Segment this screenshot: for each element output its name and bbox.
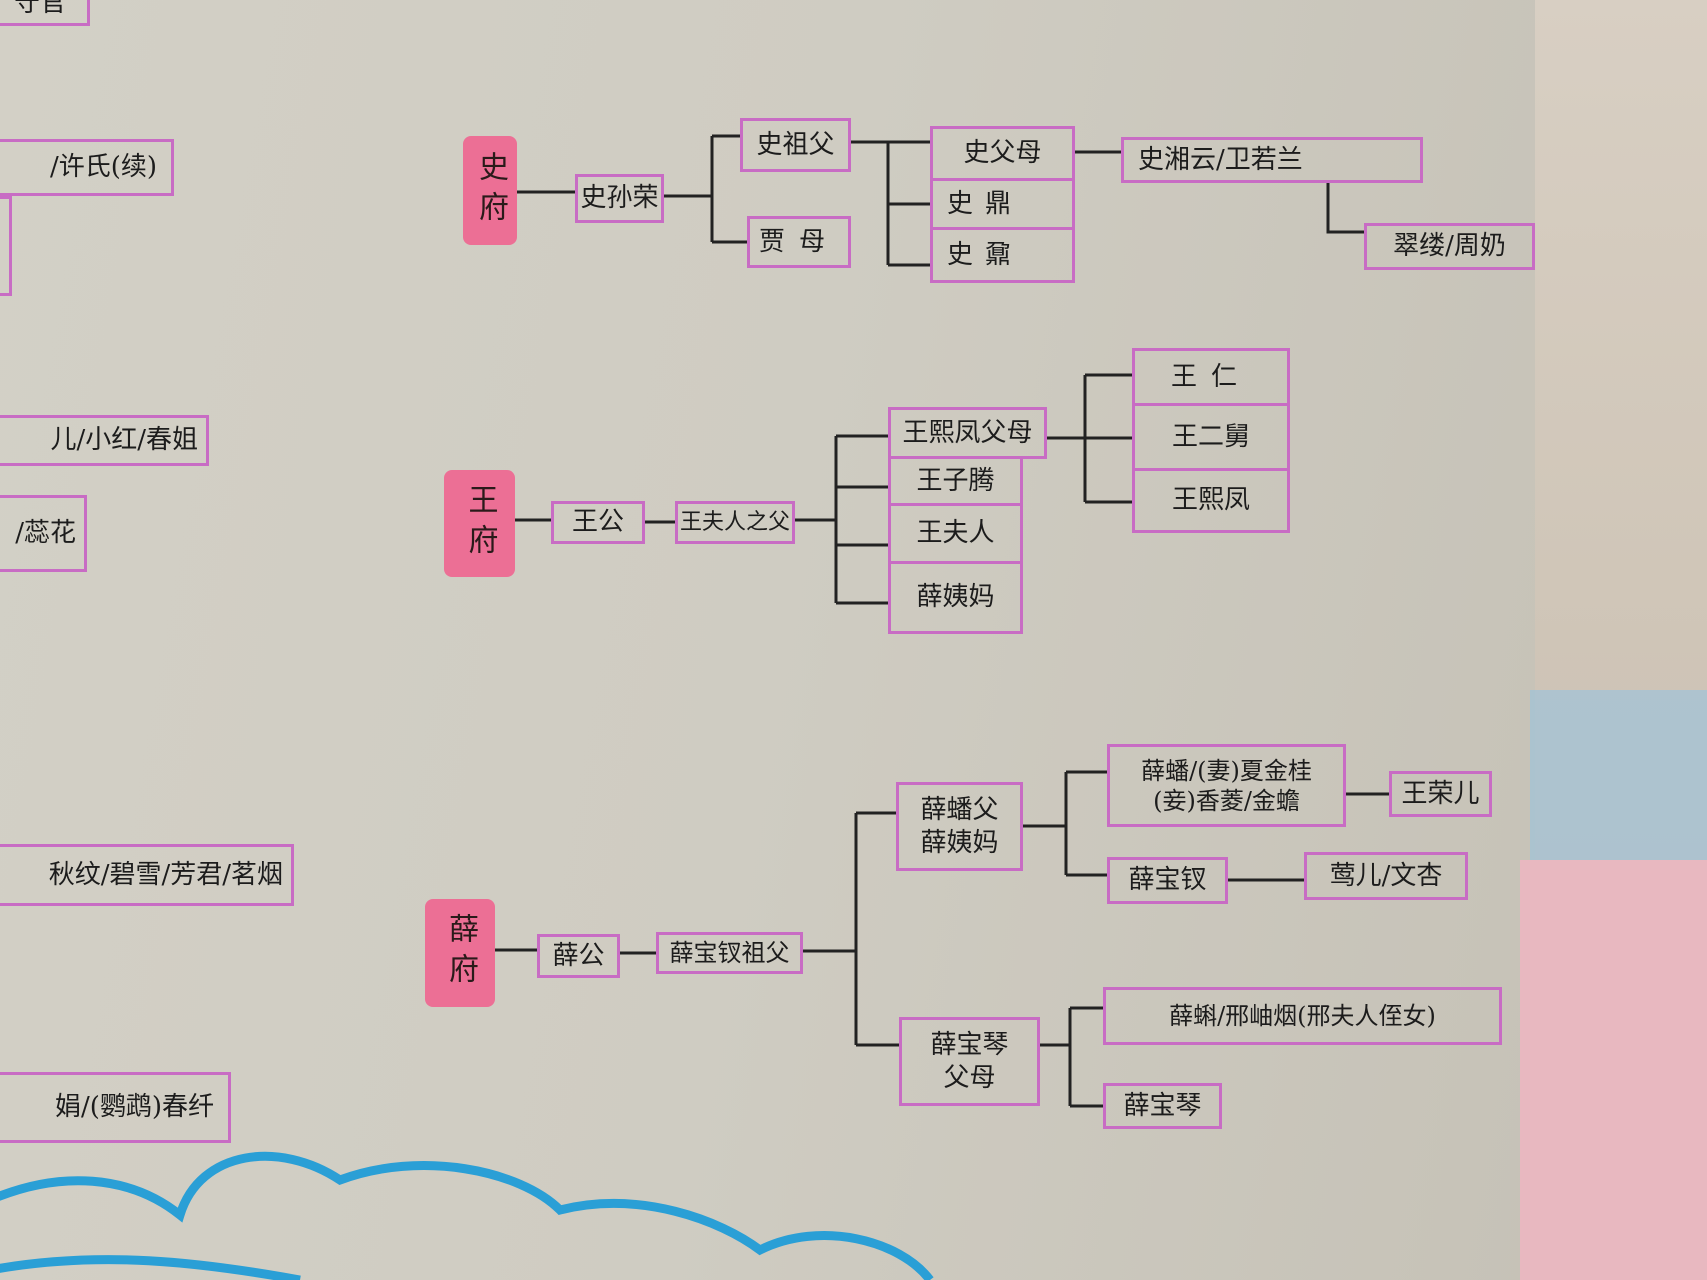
box-label: 史孙荣 <box>580 183 659 214</box>
house-label-shi: 史府 <box>463 136 517 245</box>
box-label: 王子腾 <box>916 465 995 496</box>
poster-board <box>0 0 1535 1280</box>
node-baochai: 薛宝钗 <box>1107 857 1228 904</box>
partial-box-qiuwen: 秋纹/碧雪/芳君/茗烟 <box>0 844 294 906</box>
box-label: 翠缕/周奶 <box>1393 231 1506 262</box>
box-label: 薛公 <box>552 940 605 971</box>
box-label: 史鼐 <box>947 239 1024 270</box>
box-label: 王二舅 <box>1171 421 1250 452</box>
box-label: 王夫人之父 <box>679 509 790 535</box>
house-name: 史府 <box>473 150 508 231</box>
node-wang-xifeng: 王熙凤 <box>1132 468 1290 533</box>
box-label: 薛蟠父 薛姨妈 <box>920 795 999 858</box>
node-xue-gong: 薛公 <box>537 934 620 978</box>
house-name: 薛府 <box>443 913 478 993</box>
partial-box-xiaohong: 儿/小红/春姐 <box>0 415 209 466</box>
node-shi-ding: 史鼎 <box>930 178 1075 230</box>
box-label: 薛宝钗 <box>1128 865 1207 896</box>
box-label: 王公 <box>571 507 624 538</box>
node-wang-ren: 王仁 <box>1132 348 1290 406</box>
node-shi-grandfather: 史祖父 <box>740 118 851 172</box>
node-wang-furen: 王夫人 <box>888 503 1023 564</box>
box-label: 贾母 <box>758 226 839 257</box>
node-baoqin: 薛宝琴 <box>1103 1083 1222 1129</box>
node-xue-grandfather: 薛宝钗祖父 <box>656 932 803 974</box>
node-shi-servants: 翠缕/周奶 <box>1364 223 1535 270</box>
box-label: 莺儿/文杏 <box>1329 860 1443 891</box>
box-label: 薛蟠/(妻)夏金桂 (妾)香菱/金蟾 <box>1141 756 1312 815</box>
partial-box-small <box>0 196 12 296</box>
node-shi-parents: 史父母 <box>930 126 1075 181</box>
box-label: 史祖父 <box>756 129 835 160</box>
node-xue-ke: 薛蝌/邢岫烟(邢夫人侄女) <box>1103 987 1502 1045</box>
box-label: 史父母 <box>963 138 1042 169</box>
partial-box-xu: /许氏(续) <box>0 139 174 196</box>
node-xifeng-parents: 王熙凤父母 <box>888 407 1047 459</box>
node-baoqin-parents: 薛宝琴 父母 <box>899 1017 1040 1106</box>
node-xiangyun: 史湘云/卫若兰 <box>1121 137 1423 183</box>
node-shi-ancestor: 史孙荣 <box>575 174 664 223</box>
background-object <box>1530 690 1707 860</box>
box-label: 守官 <box>13 0 66 18</box>
box-label: 薛蝌/邢岫烟(邢夫人侄女) <box>1169 1002 1436 1030</box>
box-label: 史鼎 <box>947 188 1024 219</box>
box-label: 薛宝钗祖父 <box>669 939 790 967</box>
cloud-drawing <box>0 1151 934 1280</box>
house-name: 王府 <box>462 483 498 564</box>
node-wang-gong: 王公 <box>551 501 645 544</box>
node-xue-pan: 薛蟠/(妻)夏金桂 (妾)香菱/金蟾 <box>1107 744 1346 827</box>
node-jiamu: 贾母 <box>747 216 851 268</box>
node-wang-ziteng: 王子腾 <box>888 456 1023 506</box>
node-xue-pan-parents: 薛蟠父 薛姨妈 <box>896 782 1023 871</box>
house-label-wang: 王府 <box>444 470 515 577</box>
box-label: 儿/小红/春姐 <box>50 425 198 456</box>
node-shi-nai: 史鼐 <box>930 227 1075 283</box>
box-label: 王夫人 <box>916 518 995 549</box>
box-label: 王仁 <box>1170 361 1251 392</box>
node-wang-erjiu: 王二舅 <box>1132 403 1290 471</box>
box-label: /蕊花 <box>15 518 76 549</box>
node-wang-rong: 王荣儿 <box>1389 771 1492 817</box>
box-label: 秋纹/碧雪/芳君/茗烟 <box>48 859 283 890</box>
node-wang-father: 王夫人之父 <box>675 501 795 544</box>
pink-table <box>1520 860 1707 1280</box>
partial-box-ruihua: /蕊花 <box>0 495 87 572</box>
box-label: 王荣儿 <box>1401 778 1480 809</box>
box-label: 史湘云/卫若兰 <box>1138 144 1303 175</box>
partial-box-chunxian: 娟/(鹦鹉)春纤 <box>0 1072 231 1143</box>
box-label: /许氏(续) <box>49 152 157 183</box>
partial-box-top: 守官 <box>0 0 90 26</box>
box-label: 娟/(鹦鹉)春纤 <box>54 1092 214 1123</box>
box-label: 王熙凤 <box>1171 485 1250 516</box>
node-baochai-servants: 莺儿/文杏 <box>1304 852 1468 900</box>
box-label: 薛宝琴 <box>1123 1090 1202 1121</box>
node-xue-yima: 薛姨妈 <box>888 561 1023 634</box>
box-label: 薛宝琴 父母 <box>930 1030 1009 1093</box>
box-label: 王熙凤父母 <box>902 417 1033 448</box>
box-label: 薛姨妈 <box>916 582 995 613</box>
house-label-xue: 薛府 <box>425 899 495 1007</box>
